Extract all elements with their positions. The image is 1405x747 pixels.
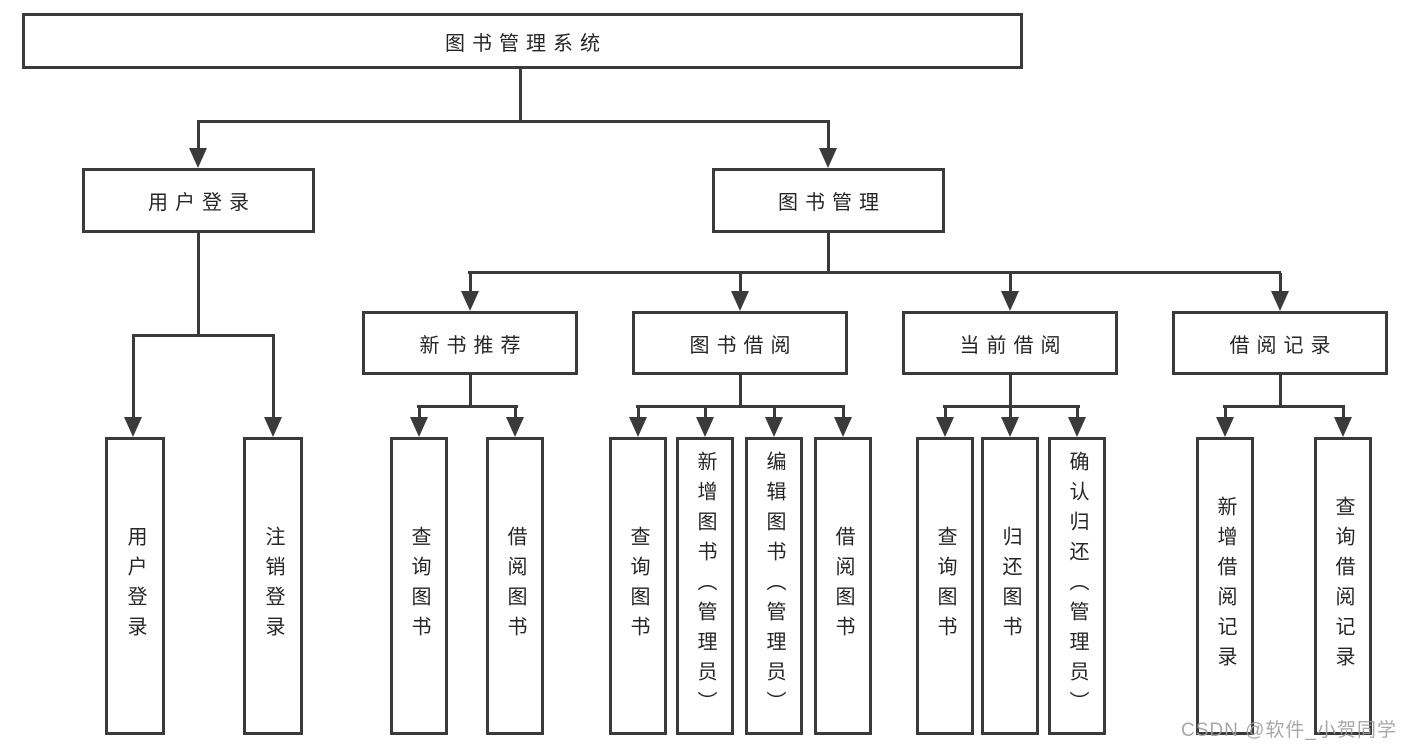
connector-leaf-stem [1342, 407, 1345, 420]
connector-leaf-stem [944, 407, 947, 420]
connector-borrowing-down [739, 375, 742, 408]
arrow-down-icon [1001, 291, 1019, 311]
arrow-down-icon [819, 148, 837, 168]
node-library-management-system: 图书管理系统 [22, 13, 1023, 69]
connector-book-mgmt-stem [827, 122, 830, 152]
connector-leaf-stem [842, 407, 845, 420]
connector-level3-stem [469, 273, 472, 294]
watermark-text: CSDN @软件_小贺同学 [1181, 720, 1397, 741]
arrow-down-icon [731, 291, 749, 311]
node-borrow-books: 借阅图书 [814, 437, 872, 735]
connector-leaf-stem [1076, 407, 1079, 420]
node-current-borrowing: 当前借阅 [902, 311, 1118, 375]
arrow-down-icon [506, 417, 524, 437]
node-edit-book-admin: 编辑图书（管理员） [745, 437, 803, 735]
node-add-borrow-record: 新增借阅记录 [1196, 437, 1254, 735]
node-book-management: 图书管理 [712, 168, 945, 233]
arrow-down-icon [1271, 291, 1289, 311]
node-query-books-recommend: 查询图书 [390, 437, 448, 735]
connector-level3-stem [739, 273, 742, 294]
arrow-down-icon [1334, 417, 1352, 437]
node-user-login-group: 用户登录 [82, 168, 315, 233]
node-query-books-borrowing: 查询图书 [609, 437, 667, 735]
arrow-down-icon [936, 417, 954, 437]
arrow-down-icon [1001, 417, 1019, 437]
connector-leaf-stem [418, 407, 421, 420]
connector-current-hline [943, 405, 1080, 408]
node-borrow-books-recommend: 借阅图书 [486, 437, 544, 735]
node-add-book-admin: 新增图书（管理员） [676, 437, 734, 735]
connector-newbook-hline [417, 405, 518, 408]
node-book-borrowing: 图书借阅 [632, 311, 848, 375]
connector-level3-stem [1279, 273, 1282, 294]
connector-leaf-stem [773, 407, 776, 420]
connector-records-down [1279, 375, 1282, 408]
connector-leaf-stem [1009, 407, 1012, 420]
connector-leaf-stem [514, 407, 517, 420]
node-query-books-current: 查询图书 [916, 437, 974, 735]
arrow-down-icon [124, 417, 142, 437]
node-logout: 注销登录 [243, 437, 303, 735]
arrow-down-icon [629, 417, 647, 437]
connector-leaf-stem [132, 336, 135, 420]
connector-borrowing-hline [636, 405, 845, 408]
connector-user-login-down [197, 233, 200, 336]
connector-newbook-down [469, 375, 472, 408]
connector-records-hline [1223, 405, 1345, 408]
connector-level3-hline [468, 271, 1281, 274]
connector-leaf-stem [1224, 407, 1227, 420]
connector-level3-stem [1009, 273, 1012, 294]
node-user-login: 用户登录 [105, 437, 165, 735]
arrow-down-icon [765, 417, 783, 437]
node-new-book-recommendation: 新书推荐 [362, 311, 578, 375]
node-borrowing-records: 借阅记录 [1172, 311, 1388, 375]
arrow-down-icon [834, 417, 852, 437]
arrow-down-icon [189, 148, 207, 168]
connector-level2-hline [197, 120, 830, 123]
node-confirm-return-admin: 确认归还（管理员） [1048, 437, 1106, 735]
arrow-down-icon [461, 291, 479, 311]
connector-leaf-stem [637, 407, 640, 420]
connector-leaf-stem [704, 407, 707, 420]
connector-leaf-stem [272, 336, 275, 420]
connector-book-mgmt-down [827, 233, 830, 274]
arrow-down-icon [696, 417, 714, 437]
connector-root-stem [519, 69, 522, 122]
arrow-down-icon [1216, 417, 1234, 437]
node-return-books: 归还图书 [981, 437, 1039, 735]
connector-user-login-stem [197, 122, 200, 152]
node-query-borrow-record: 查询借阅记录 [1314, 437, 1372, 735]
connector-user-login-hline [132, 334, 275, 337]
arrow-down-icon [410, 417, 428, 437]
arrow-down-icon [264, 417, 282, 437]
arrow-down-icon [1068, 417, 1086, 437]
connector-current-down [1009, 375, 1012, 408]
